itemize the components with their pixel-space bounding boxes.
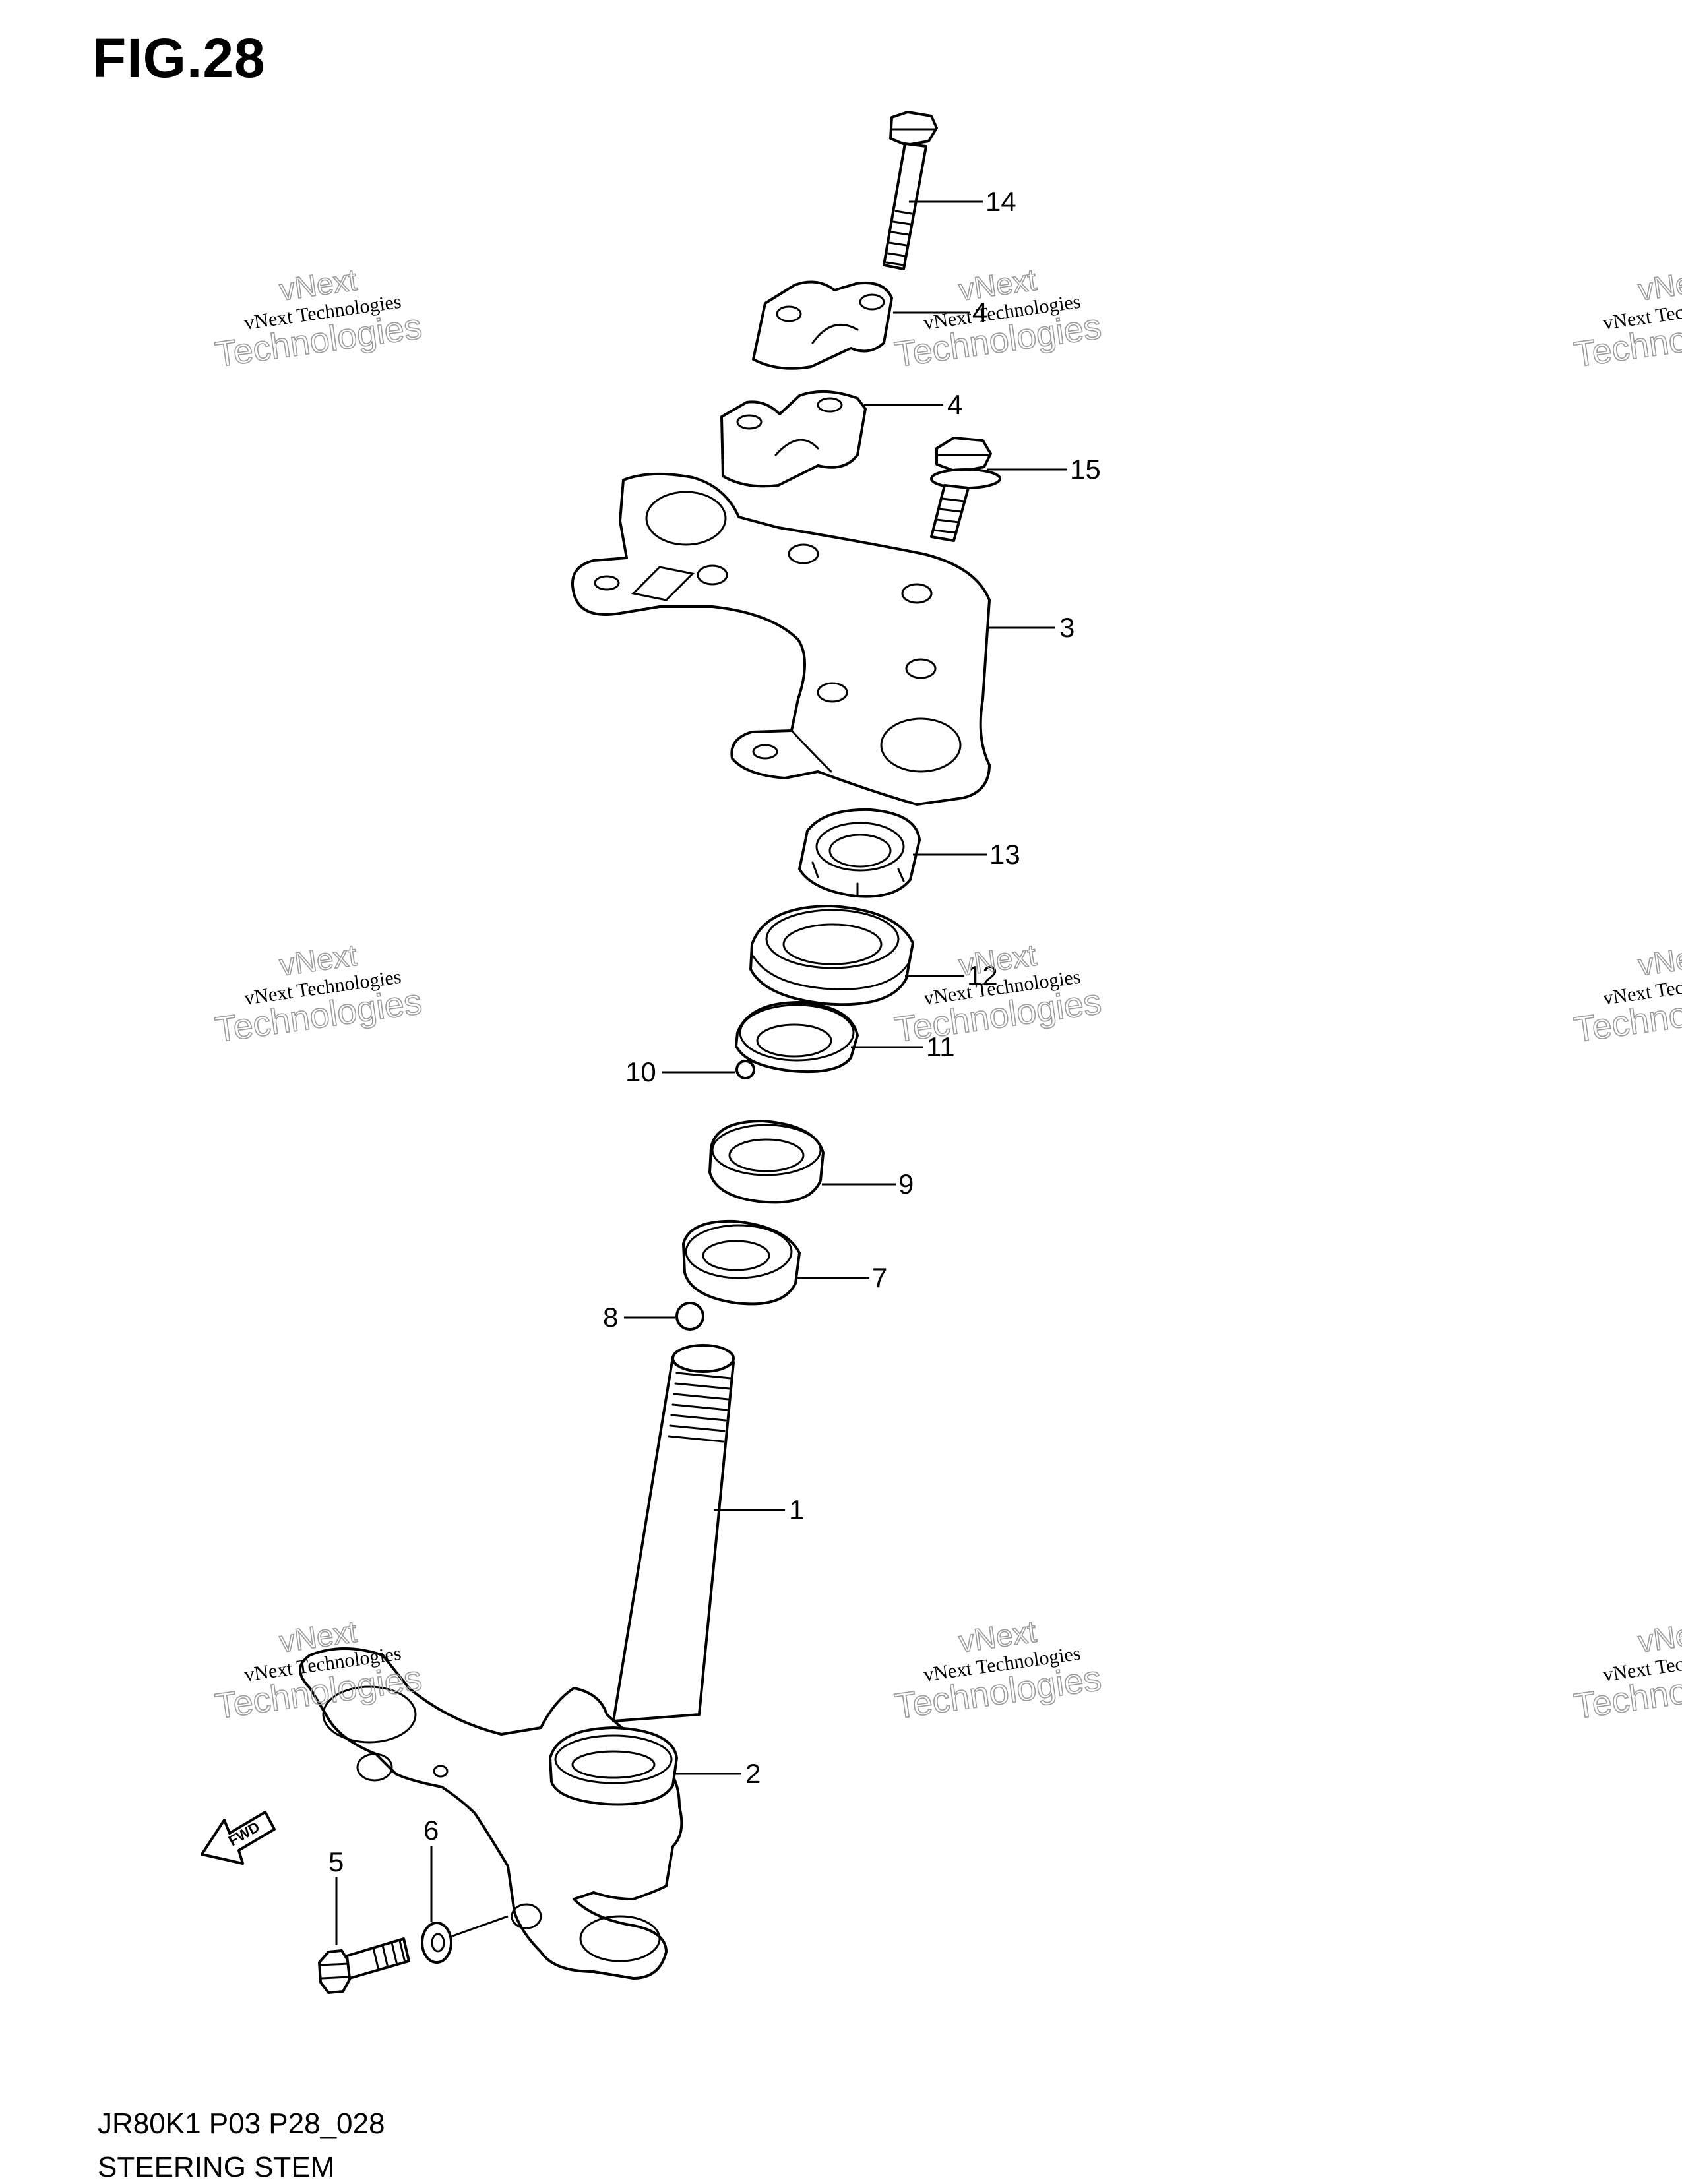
leader-lines [335,200,1067,1945]
watermark-5: vNext Technologies vNext Technologies [892,937,1104,1050]
diagram-code: JR80K1 P03 P28_028 [98,2108,385,2140]
part-14-bolt [883,111,938,270]
callout-8: 8 [603,1302,618,1333]
callout-3: 3 [1059,612,1075,643]
watermark-word: vNext [1636,262,1682,307]
callout-13: 13 [989,839,1020,870]
watermark-8: vNext Technologies vNext Technologies [892,1614,1104,1727]
watermark-2: vNext Technologies vNext Technologies [892,262,1104,375]
callout-4-upper: 4 [972,297,987,328]
part-6-washer [421,1922,452,1964]
watermark-3: vNext Technologies vNext Technologies [1571,262,1682,375]
watermark-1: vNext Technologies vNext Technologies [212,262,425,375]
callout-2: 2 [745,1758,761,1789]
part-13-stem-nut [798,808,921,898]
callout-14: 14 [985,186,1016,217]
part-11-bearing-race [735,1001,859,1074]
diagram-name: STEERING STEM [98,2151,335,2183]
callout-4-lower: 4 [947,389,962,420]
fwd-arrow-icon: FWD [201,1811,276,1865]
part-9-bearing [708,1120,825,1204]
part-5-bolt [318,1937,410,1994]
figure-title: FIG.28 [92,27,266,89]
callout-6: 6 [423,1815,439,1846]
callout-12: 12 [967,960,998,991]
watermark-word: vNext [1636,1614,1682,1659]
callout-labels: 14 4 4 15 3 13 12 11 10 9 7 8 1 2 5 6 [328,186,1101,1877]
part-15-bolt [930,437,1001,542]
watermark-word: vNext [1636,938,1682,983]
callout-11: 11 [926,1031,955,1062]
callout-9: 9 [898,1168,914,1199]
part-8-steel-ball [675,1302,704,1331]
callout-7: 7 [872,1262,887,1293]
callout-10: 10 [625,1056,656,1087]
watermark-6: vNext Technologies vNext Technologies [1571,937,1682,1050]
part-2-dust-seal [549,1726,678,1806]
callout-1: 1 [789,1494,804,1525]
part-4-lower-clamp [720,390,867,488]
callout-5: 5 [328,1846,344,1877]
part-3-upper-bracket [571,472,991,806]
callout-15: 15 [1070,454,1101,485]
watermark-4: vNext Technologies vNext Technologies [212,937,425,1050]
part-10-steel-ball [735,1060,755,1079]
watermark-9: vNext Technologies vNext Technologies [1571,1614,1682,1727]
part-4-upper-clamp [752,280,893,370]
part-12-dust-seal [749,905,914,1006]
part-7-bearing [682,1219,801,1306]
